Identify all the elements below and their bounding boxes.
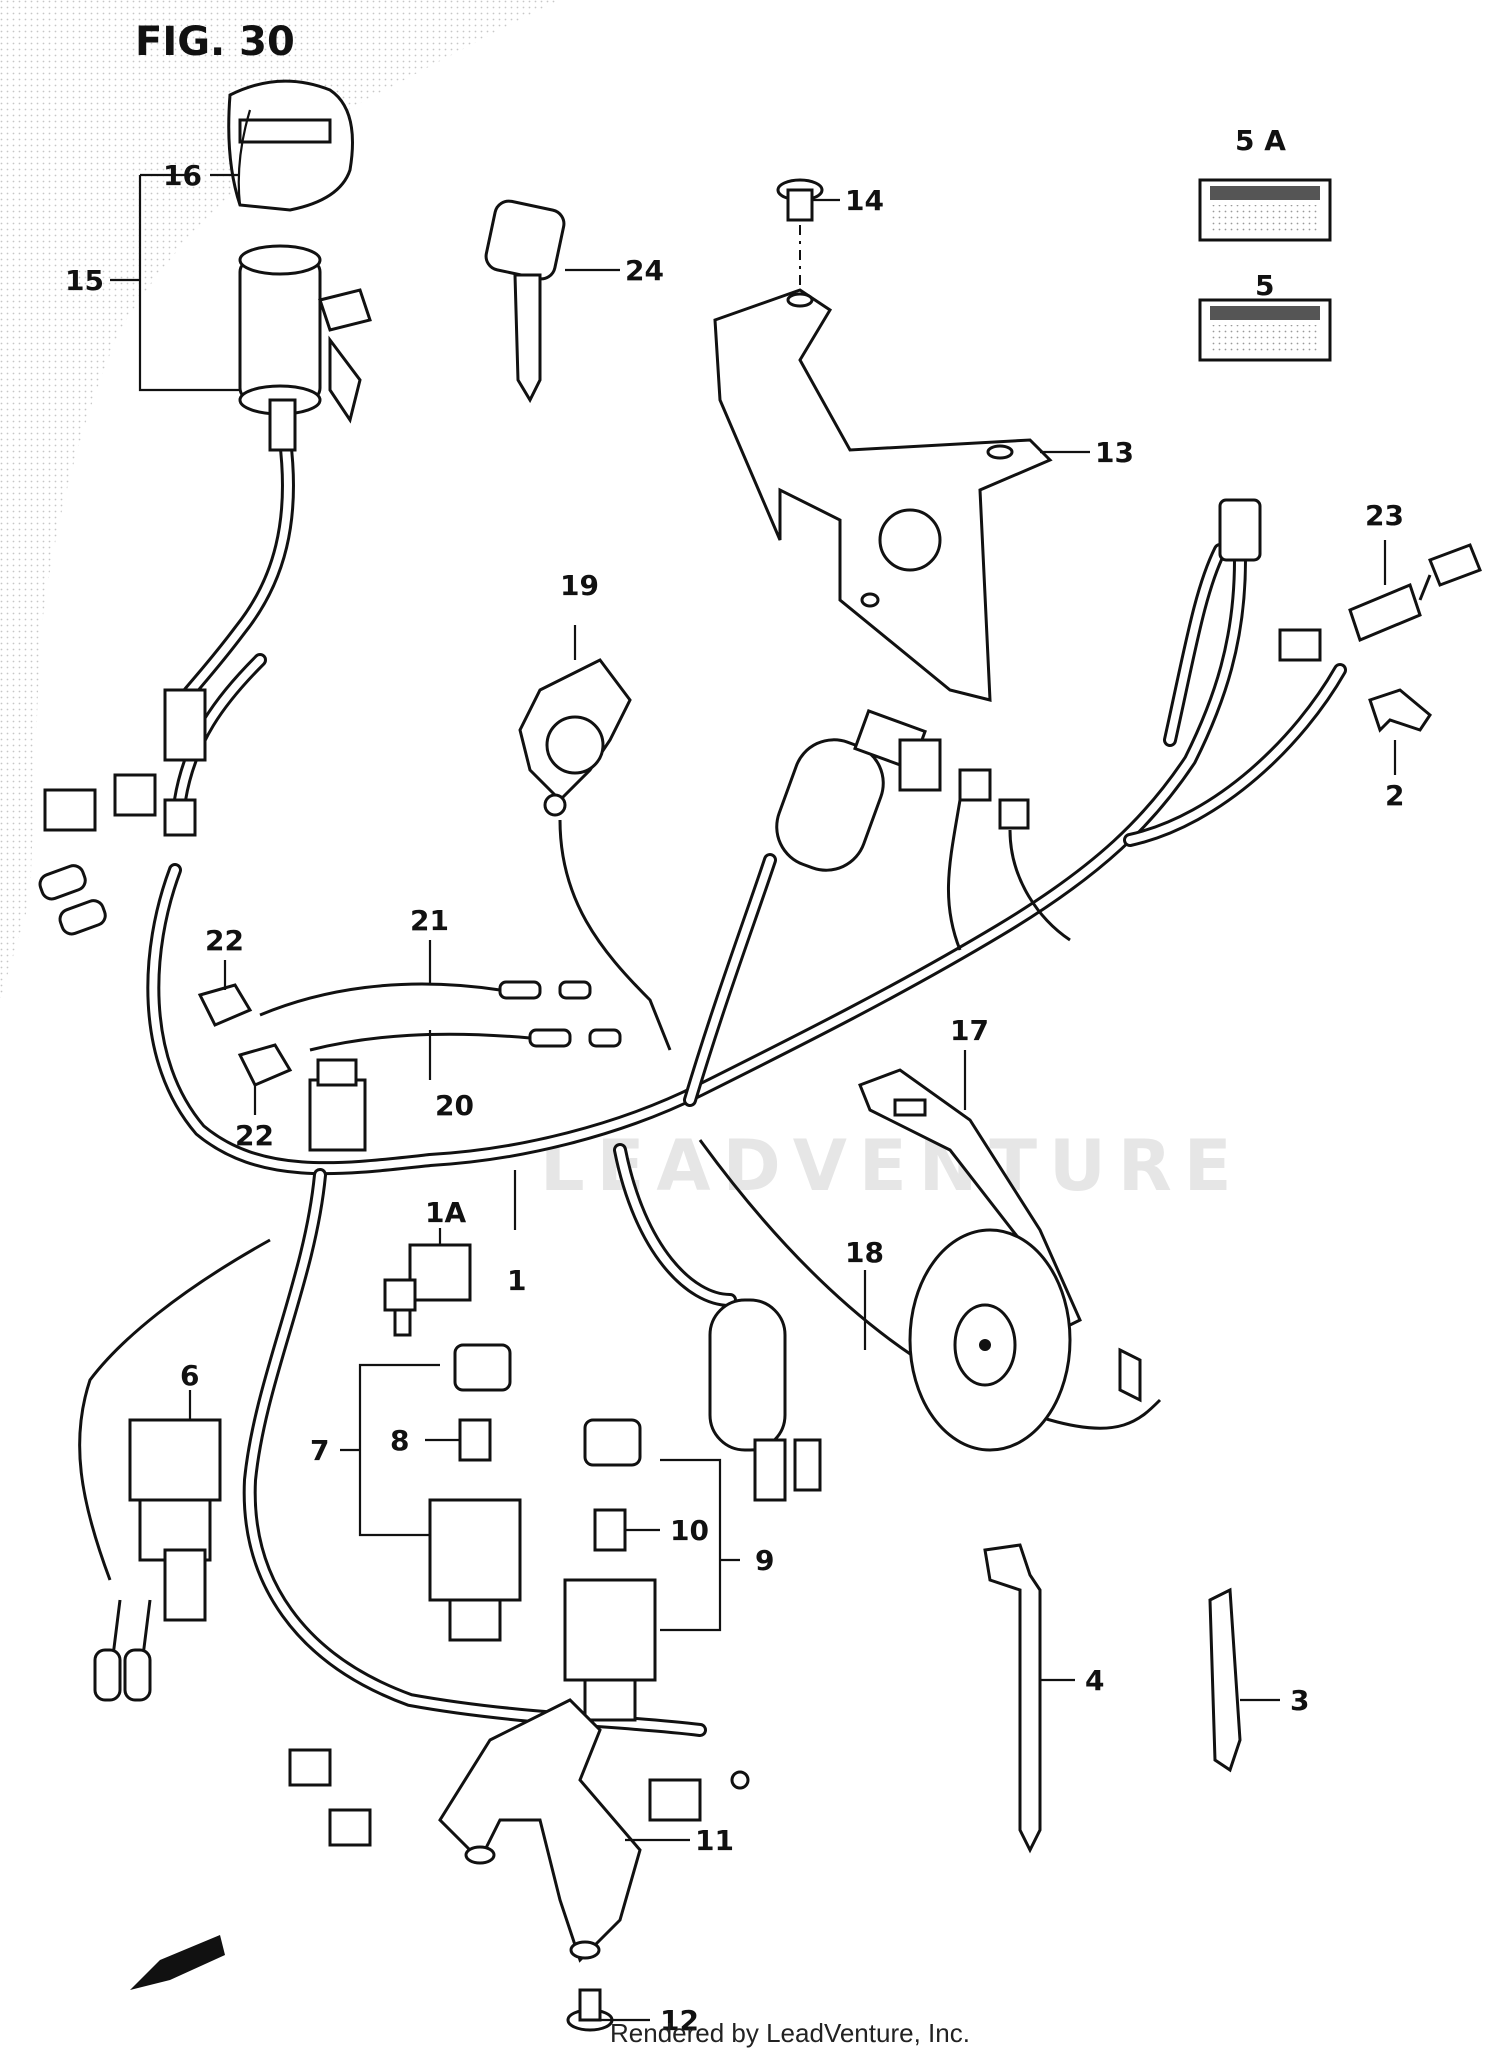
callout-4: 4 bbox=[1085, 1664, 1104, 1697]
top-right-connector bbox=[1218, 498, 1262, 562]
arrow-left-icon bbox=[130, 1935, 225, 1990]
watermark: LEADVENTURE bbox=[540, 1125, 1244, 1207]
callout-bracket-9 bbox=[660, 1458, 740, 1632]
callout-bracket-15 bbox=[110, 173, 240, 392]
ignition-key bbox=[484, 199, 566, 404]
warning-label-5a bbox=[1198, 178, 1332, 242]
connector-23 bbox=[1278, 543, 1482, 662]
relay-6 bbox=[93, 1418, 222, 1702]
callout-16: 16 bbox=[163, 159, 202, 192]
callout-2: 2 bbox=[1385, 779, 1404, 812]
callout-8: 8 bbox=[390, 1424, 409, 1457]
leader-lines bbox=[188, 173, 1397, 2022]
relay-1a bbox=[383, 1243, 472, 1337]
callout-20: 20 bbox=[435, 1089, 474, 1122]
condenser bbox=[708, 1298, 822, 1502]
horn bbox=[908, 1228, 1142, 1452]
fuse-holder-7 bbox=[428, 1498, 522, 1642]
warning-label-5 bbox=[1198, 298, 1332, 362]
terminal-cap-22-lower bbox=[237, 1043, 293, 1087]
callout-15: 15 bbox=[65, 264, 104, 297]
figure-title: FIG. 30 bbox=[135, 19, 295, 65]
callout-13: 13 bbox=[1095, 436, 1134, 469]
fuse-cap-7 bbox=[453, 1343, 512, 1392]
cable-tie bbox=[983, 1543, 1042, 1854]
callout-5a: 5 A bbox=[1235, 124, 1286, 157]
harness-connector-center bbox=[308, 1058, 367, 1152]
ignition-key-cover bbox=[227, 79, 354, 212]
callout-bracket-7 bbox=[340, 1363, 440, 1537]
left-connectors bbox=[38, 688, 207, 936]
callout-6: 6 bbox=[180, 1359, 199, 1392]
callout-19: 19 bbox=[560, 569, 599, 602]
callout-1a: 1A bbox=[425, 1196, 466, 1229]
callout-7: 7 bbox=[310, 1434, 329, 1467]
bracket-11 bbox=[438, 1698, 642, 1963]
callout-9: 9 bbox=[755, 1544, 774, 1577]
mounting-bracket bbox=[713, 288, 1053, 702]
fuse-10 bbox=[593, 1508, 627, 1552]
fuse-8 bbox=[458, 1418, 492, 1462]
callout-18: 18 bbox=[845, 1236, 884, 1269]
fuse-cap-9 bbox=[583, 1418, 642, 1467]
callout-12: 12 bbox=[660, 2004, 699, 2037]
callout-1: 1 bbox=[507, 1264, 526, 1297]
ignition-coil-upper bbox=[775, 709, 1071, 951]
fuse-holder-9 bbox=[563, 1578, 657, 1722]
ignition-switch bbox=[238, 244, 372, 452]
callout-14: 14 bbox=[845, 184, 884, 217]
callout-5: 5 bbox=[1255, 269, 1274, 302]
lead-wire-20 bbox=[309, 1028, 622, 1052]
callout-22-lower: 22 bbox=[235, 1119, 274, 1152]
callout-23: 23 bbox=[1365, 499, 1404, 532]
callout-10: 10 bbox=[670, 1514, 709, 1547]
lower-connectors bbox=[288, 1748, 750, 1847]
callout-24: 24 bbox=[625, 254, 664, 287]
clamp-2 bbox=[1368, 688, 1432, 733]
callout-22-upper: 22 bbox=[205, 924, 244, 957]
credit-text: Rendered by LeadVenture, Inc. bbox=[610, 2018, 970, 2048]
callout-3: 3 bbox=[1290, 1684, 1309, 1717]
callout-21: 21 bbox=[410, 904, 449, 937]
lead-wire-21 bbox=[259, 980, 592, 1017]
bolt bbox=[776, 178, 824, 300]
callout-labels: 16 15 24 14 5 A 5 13 19 23 2 21 22 20 22… bbox=[65, 124, 1404, 2037]
handlebar-switch bbox=[518, 658, 672, 1051]
terminal-cap-22-upper bbox=[197, 983, 253, 1027]
main-harness bbox=[78, 433, 1347, 1737]
bolt-12 bbox=[566, 1988, 614, 2032]
callout-11: 11 bbox=[695, 1824, 734, 1857]
clamp-3 bbox=[1208, 1587, 1242, 1773]
callout-17: 17 bbox=[950, 1014, 989, 1047]
